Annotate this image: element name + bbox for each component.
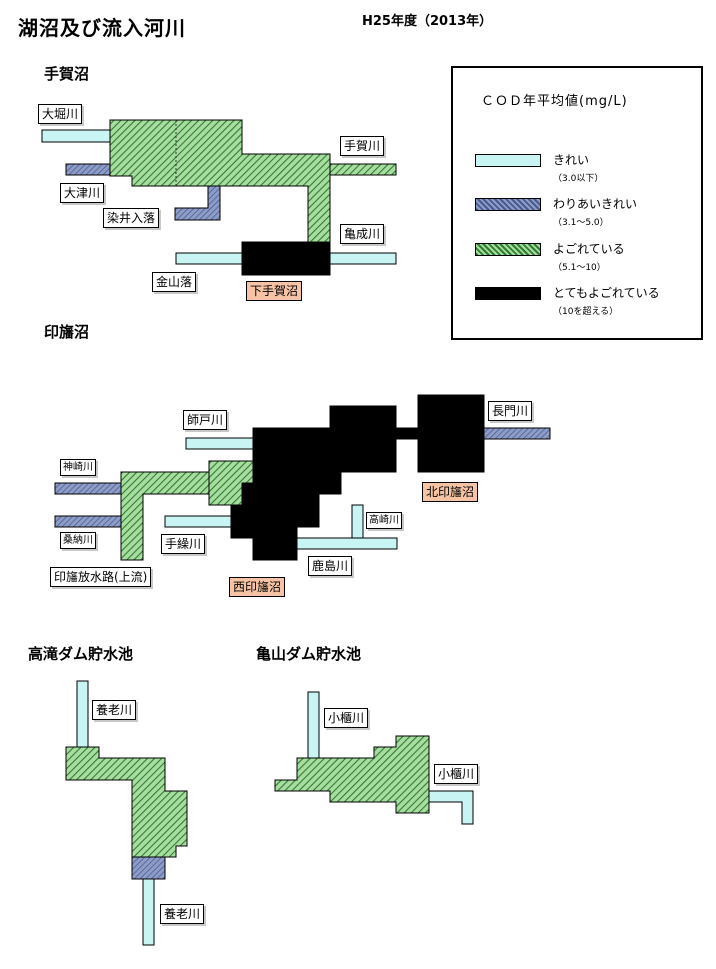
river-tegurisen <box>164 515 232 528</box>
river-nagato <box>483 427 551 440</box>
label-nishi-inbanuma: 西印旛沼 <box>229 577 286 597</box>
label-tega: 手賀川 <box>340 136 385 156</box>
legend: ＣＯＤ年平均値(mg/L) きれい （3.0以下） わりあいきれい （3.1～5… <box>451 66 703 340</box>
lake-takataki <box>65 746 188 858</box>
legend-swatch-moderate <box>475 198 541 211</box>
teganuma-heading: 手賀沼 <box>44 65 90 83</box>
river-kuwano <box>54 515 122 528</box>
label-kuwano: 桑納川 <box>60 532 96 549</box>
lake-tegakanuma <box>109 119 331 243</box>
river-yoro-top <box>76 680 89 748</box>
label-obitsu-top: 小櫃川 <box>324 708 369 728</box>
river-obitsu-right <box>428 790 474 825</box>
lake-inba-black <box>230 394 485 561</box>
label-kamenari: 亀成川 <box>340 224 385 244</box>
lake-takataki-blue <box>131 856 166 880</box>
kameyama-heading: 亀山ダム貯水池 <box>256 645 362 663</box>
label-somei: 染井入落 <box>103 208 160 228</box>
river-yoro-bottom <box>142 878 155 946</box>
takataki-heading: 高滝ダム貯水池 <box>28 645 134 663</box>
label-obitsu-right: 小櫃川 <box>434 764 479 784</box>
label-otsu: 大津川 <box>60 183 105 203</box>
label-shimotega: 下手賀沼 <box>246 281 303 301</box>
legend-name-very-polluted: とてもよごれている <box>553 286 660 300</box>
legend-swatch-polluted <box>475 243 541 256</box>
year-label: H25年度（2013年） <box>362 14 493 29</box>
legend-title: ＣＯＤ年平均値(mg/L) <box>481 94 628 109</box>
legend-range-very-polluted: （10を超える） <box>553 307 619 317</box>
river-shido <box>185 437 255 450</box>
label-kita-inbanuma: 北印旛沼 <box>422 482 479 502</box>
label-nagato: 長門川 <box>488 401 533 421</box>
legend-range-moderate: （3.1～5.0） <box>553 218 609 228</box>
legend-name-clean: きれい <box>553 153 590 167</box>
legend-range-clean: （3.0以下） <box>553 174 604 184</box>
label-kashima: 鹿島川 <box>308 556 353 576</box>
legend-swatch-clean <box>475 154 541 167</box>
river-kamenari <box>329 252 397 265</box>
river-ohori <box>41 129 111 143</box>
label-tegurisen: 手繰川 <box>161 534 206 554</box>
page-title: 湖沼及び流入河川 <box>18 16 186 40</box>
label-yoro-top: 養老川 <box>92 700 137 720</box>
lake-shimotega <box>241 241 331 276</box>
legend-name-moderate: わりあいきれい <box>553 197 638 211</box>
river-kaneyama <box>175 252 243 265</box>
legend-swatch-very-polluted <box>475 287 541 300</box>
label-yoro-bottom: 養老川 <box>160 904 205 924</box>
label-kanzaki: 神崎川 <box>60 459 96 476</box>
label-housui: 印旛放水路(上流) <box>50 567 152 587</box>
river-kashima <box>296 537 398 550</box>
label-ohori: 大堀川 <box>38 104 83 124</box>
label-shido: 師戸川 <box>183 410 228 430</box>
inbanuma-heading: 印旛沼 <box>44 323 90 341</box>
legend-name-polluted: よごれている <box>553 242 625 256</box>
river-somei <box>174 184 221 221</box>
river-kanzaki <box>54 482 122 495</box>
lake-kameyama <box>274 735 430 814</box>
label-takasaki: 高崎川 <box>366 512 402 529</box>
legend-range-polluted: （5.1～10） <box>553 263 606 273</box>
river-obitsu-top <box>307 691 320 759</box>
river-tega <box>329 163 397 176</box>
label-kaneyama: 金山落 <box>152 272 197 292</box>
